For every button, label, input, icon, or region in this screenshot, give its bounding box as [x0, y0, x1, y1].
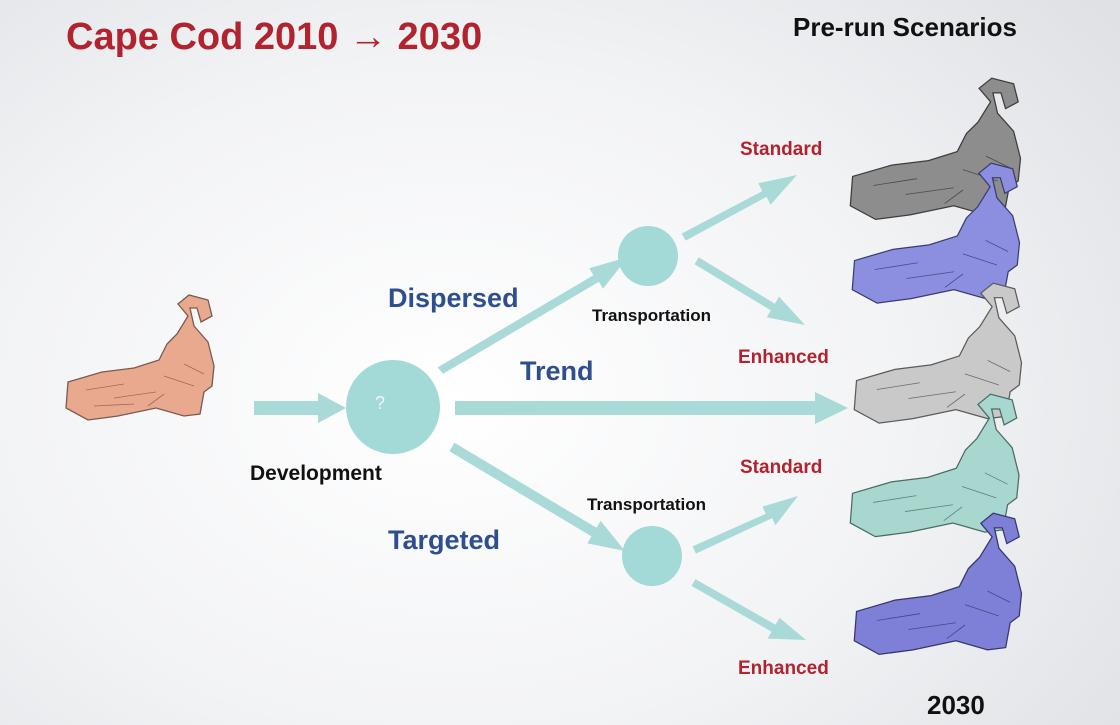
prerun-scenarios-heading: Pre-run Scenarios — [793, 12, 1017, 42]
arrow-lower-standard — [692, 496, 798, 554]
transportation-node-upper — [618, 226, 678, 286]
transportation-label-upper: Transportation — [592, 306, 712, 325]
transportation-node-lower — [622, 526, 682, 586]
scenario-map-enhanced-targeted — [853, 512, 1023, 656]
arrow-targeted — [449, 442, 625, 551]
slide-title: Cape Cod 2010 → 2030 — [66, 16, 483, 58]
target-year-label: 2030 — [927, 690, 985, 720]
arrow-upper-enhanced — [694, 257, 805, 325]
development-label: Development — [250, 462, 382, 485]
scenario-map-standard-targeted — [849, 393, 1020, 538]
arrow-dispersed — [437, 257, 628, 374]
transportation-label-lower: Transportation — [587, 495, 707, 514]
dispersed-label: Dispersed — [388, 283, 519, 313]
enhanced-label-upper: Enhanced — [738, 347, 829, 368]
cape-cod-map-2010 — [65, 294, 215, 421]
arrow-upper-standard — [681, 175, 797, 241]
enhanced-label-lower: Enhanced — [738, 658, 829, 679]
arrow-lower-enhanced — [691, 579, 806, 640]
arrow-trend — [455, 392, 848, 424]
trend-label: Trend — [520, 356, 594, 386]
scenario-map-enhanced-dispersed — [851, 162, 1021, 304]
development-node-mark: ? — [375, 393, 386, 413]
development-node — [346, 360, 440, 454]
standard-label-upper: Standard — [740, 139, 823, 160]
standard-label-lower: Standard — [740, 457, 823, 478]
targeted-label: Targeted — [388, 525, 501, 555]
scenario-map-trend — [853, 282, 1023, 424]
arrow-to-development — [254, 393, 346, 423]
